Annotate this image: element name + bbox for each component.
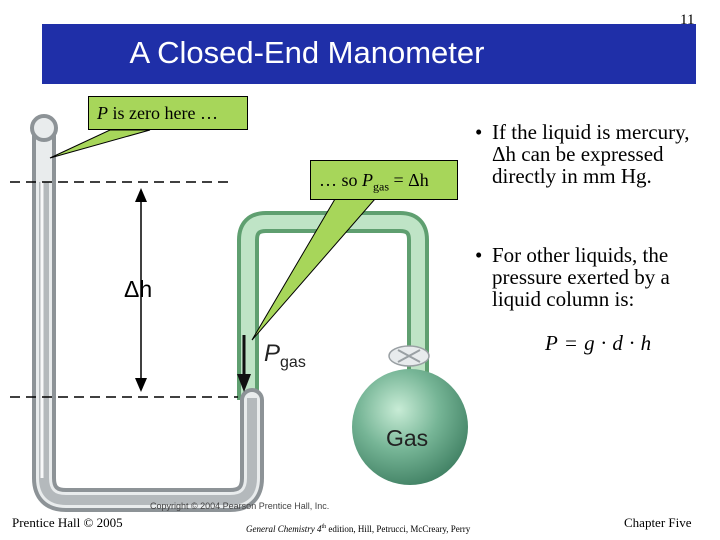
bullet-mercury-text: If the liquid is mercury, Δh can be expr… xyxy=(492,120,690,188)
footer-book-rest: edition, Hill, Petrucci, McCreary, Perry xyxy=(326,524,471,534)
pressure-formula: P = g · d · h xyxy=(545,331,652,355)
footer-book-sup: th xyxy=(321,524,327,530)
copyright-note: Copyright © 2004 Pearson Prentice Hall, … xyxy=(150,501,330,511)
callout-zero-var: P xyxy=(97,103,108,123)
callout-pgas: … so Pgas = Δh xyxy=(310,160,458,200)
callout-p-zero: P is zero here … xyxy=(88,96,248,130)
pgas-letter: P xyxy=(264,340,281,367)
footer-chapter: Chapter Five xyxy=(624,515,692,530)
delta-h-arrow xyxy=(135,188,147,392)
bullet-mercury: • If the liquid is mercury, Δh can be ex… xyxy=(475,120,712,188)
pgas-sub: gas xyxy=(280,353,306,371)
callout-gas-sub: gas xyxy=(373,179,390,194)
pgas-arrow xyxy=(237,335,251,392)
callout-zero-text: is zero here … xyxy=(112,103,218,123)
gas-bulb xyxy=(352,369,468,485)
callout-gas-prefix: … so xyxy=(319,170,363,190)
callout-zero-pointer xyxy=(49,129,151,159)
footer-book-title: General Chemistry 4 xyxy=(246,524,322,534)
stopcock-valve xyxy=(388,345,430,367)
bullet-other-liquids: • For other liquids, the pressure exerte… xyxy=(475,243,712,311)
bullet-dot: • xyxy=(475,243,483,267)
title-bar xyxy=(42,24,696,84)
callout-gas-var: P xyxy=(362,170,374,190)
delta-h-label: Δh xyxy=(124,276,153,302)
callout-gas-suffix: = Δh xyxy=(389,170,429,190)
footer-publisher: Prentice Hall © 2005 xyxy=(12,515,123,530)
pgas-label: Pgas xyxy=(264,340,306,372)
manometer-tube xyxy=(30,114,264,512)
bullet-other-liquids-text: For other liquids, the pressure exerted … xyxy=(492,243,670,311)
slide-title: A Closed-End Manometer xyxy=(129,35,485,70)
footer-book: General Chemistry 4th edition, Hill, Pet… xyxy=(246,524,470,534)
bullet-dot: • xyxy=(475,120,483,144)
gas-label: Gas xyxy=(386,425,429,451)
slide-number: 11 xyxy=(680,12,695,28)
